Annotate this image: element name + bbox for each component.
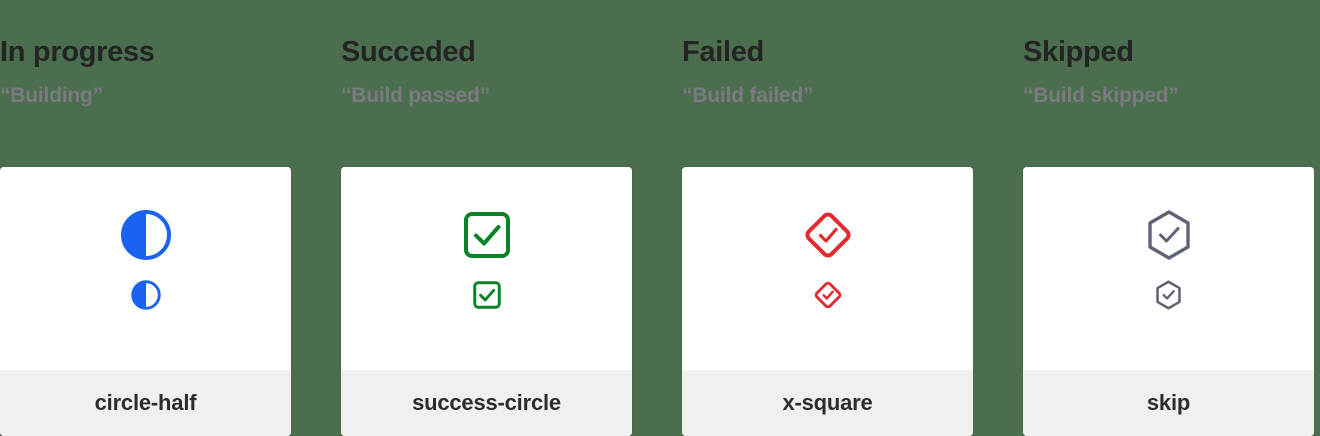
icon-card-footer: skip bbox=[1023, 370, 1314, 436]
success-circle-icon-large bbox=[459, 207, 515, 263]
icon-card-body bbox=[682, 167, 973, 370]
icon-name-label: circle-half bbox=[94, 390, 197, 415]
icon-card-x-square[interactable]: x-square bbox=[682, 167, 973, 436]
status-column-failed: Failed “Build failed” bbox=[682, 0, 1023, 436]
column-subtitle: “Build skipped” bbox=[1023, 84, 1179, 108]
icon-card-body bbox=[0, 167, 291, 370]
skip-icon-small bbox=[1153, 279, 1185, 311]
column-title: Succeded bbox=[341, 36, 476, 68]
x-square-icon-large bbox=[800, 207, 856, 263]
column-heading-failed: Failed “Build failed” bbox=[682, 0, 1023, 167]
column-title: Failed bbox=[682, 36, 764, 68]
icon-name-label: skip bbox=[1146, 390, 1191, 415]
icon-card-body bbox=[341, 167, 632, 370]
status-column-skipped: Skipped “Build skipped” bbox=[1023, 0, 1320, 436]
icon-card-footer: success-circle bbox=[341, 370, 632, 436]
column-subtitle: “Build failed” bbox=[682, 84, 814, 108]
column-title: Skipped bbox=[1023, 36, 1134, 68]
icon-card-skip[interactable]: skip bbox=[1023, 167, 1314, 436]
icon-card-success-circle[interactable]: success-circle bbox=[341, 167, 632, 436]
icon-name-label: x-square bbox=[782, 390, 873, 415]
column-subtitle: “Build passed” bbox=[341, 84, 490, 108]
column-heading-succeded: Succeded “Build passed” bbox=[341, 0, 682, 167]
x-square-icon-small bbox=[812, 279, 844, 311]
success-circle-icon-small bbox=[471, 279, 503, 311]
column-heading-in-progress: In progress “Building” bbox=[0, 0, 341, 167]
icon-name-label: success-circle bbox=[412, 390, 561, 415]
skip-icon-large bbox=[1141, 207, 1197, 263]
icon-card-footer: circle-half bbox=[0, 370, 291, 436]
icon-card-circle-half[interactable]: circle-half bbox=[0, 167, 291, 436]
circle-half-icon-large bbox=[118, 207, 174, 263]
icon-card-body bbox=[1023, 167, 1314, 370]
icon-card-footer: x-square bbox=[682, 370, 973, 436]
circle-half-icon-small bbox=[130, 279, 162, 311]
status-column-succeded: Succeded “Build passed” bbox=[341, 0, 682, 436]
column-heading-skipped: Skipped “Build skipped” bbox=[1023, 0, 1320, 167]
column-title: In progress bbox=[0, 36, 155, 68]
column-subtitle: “Building” bbox=[0, 84, 103, 108]
status-column-in-progress: In progress “Building” bbox=[0, 0, 341, 436]
